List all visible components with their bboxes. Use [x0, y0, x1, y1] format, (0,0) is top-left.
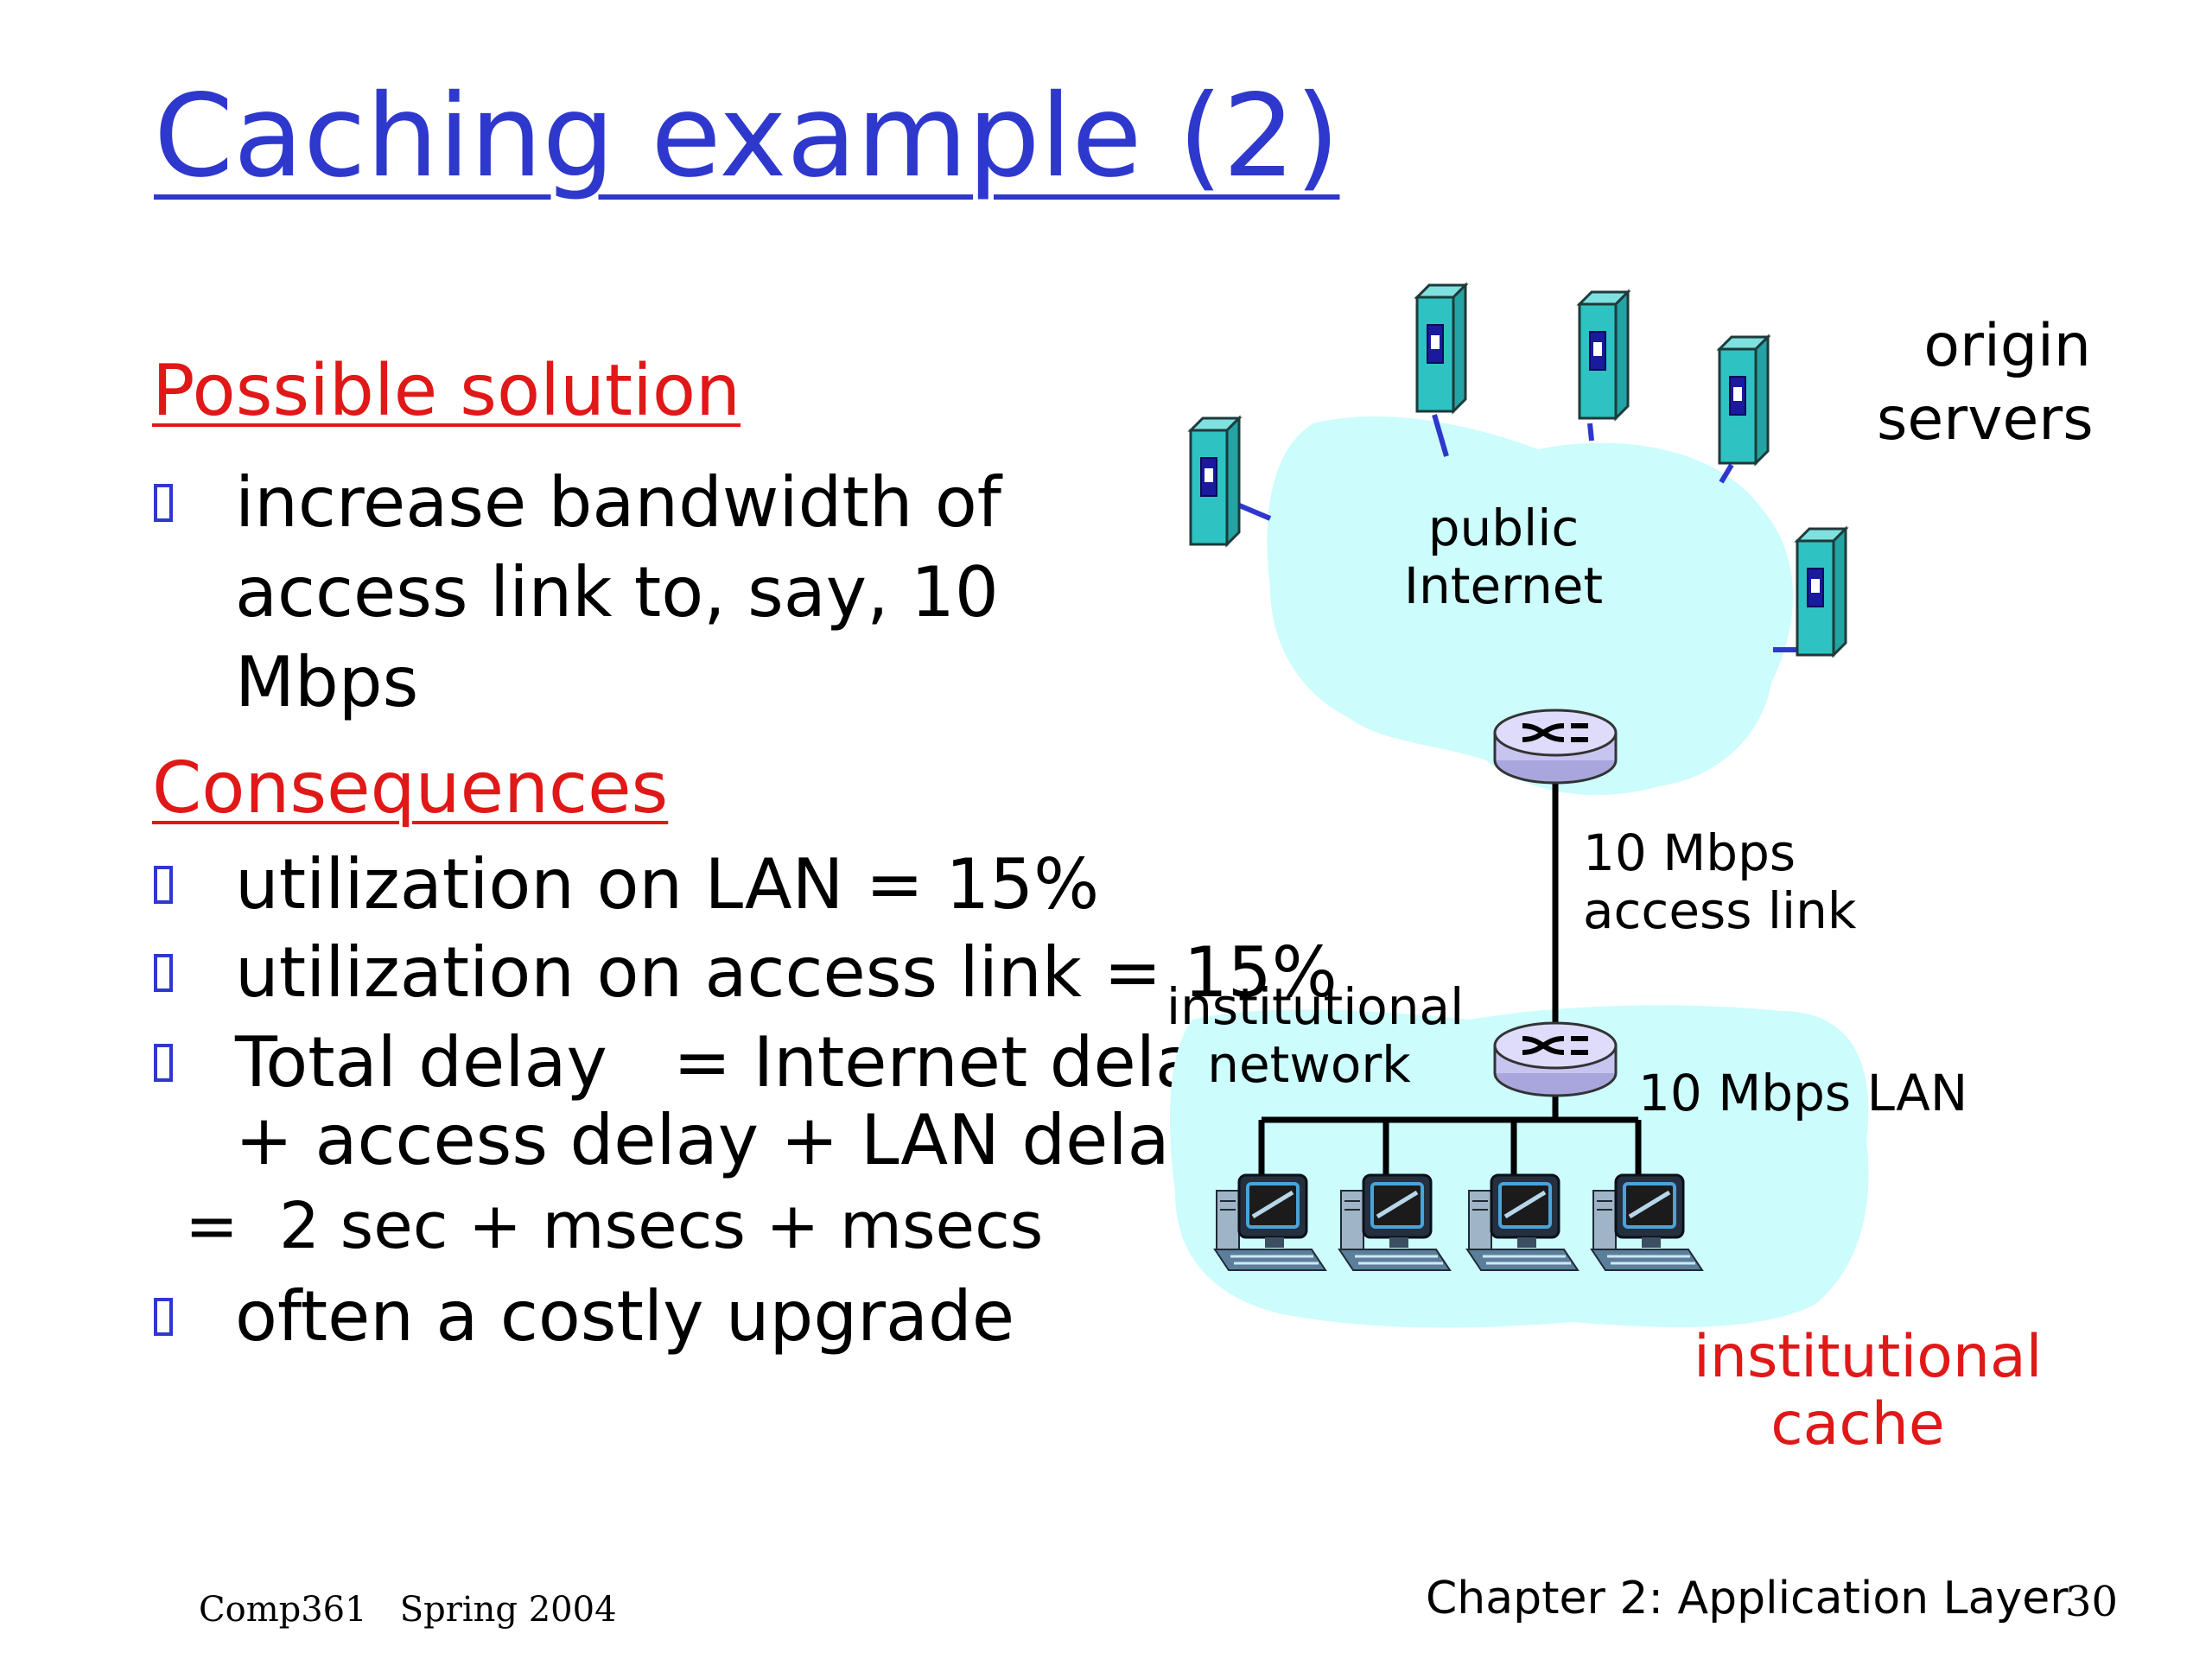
public-internet-label: public Internet	[1400, 499, 1607, 614]
slide-title: Caching example (2)	[154, 70, 1340, 203]
server-link	[1236, 502, 1272, 521]
institutional-network-line-1: institutional	[1166, 977, 1465, 1036]
internet-router-icon	[1495, 710, 1616, 783]
bullet-icon	[154, 866, 173, 904]
footer-page-number: 30	[2065, 1578, 2119, 1626]
origin-servers-line-2: servers	[1877, 385, 2094, 454]
public-internet-cloud	[1267, 416, 1793, 795]
institutional-cache-label: institutional cache	[1694, 1323, 2043, 1459]
consequences-heading: Consequences	[152, 747, 669, 830]
solution-line-2: access link to, say, 10	[235, 552, 999, 632]
server-icon	[1189, 416, 1241, 546]
bullet-icon	[154, 1044, 173, 1082]
server-icon	[1415, 283, 1467, 413]
origin-servers-label: origin servers	[1877, 309, 2094, 456]
access-link-line-1: 10 Mbps	[1583, 823, 1796, 882]
institutional-router-icon	[1495, 1023, 1616, 1096]
bullet-delay-line-1: Total delay = Internet delay	[235, 1022, 1239, 1103]
access-link-label: 10 Mbps access link	[1583, 824, 1856, 939]
public-internet-line-2: Internet	[1403, 556, 1604, 615]
bullet-icon	[154, 954, 173, 992]
delay-equation: = 2 sec + msecs + msecs	[185, 1189, 1044, 1263]
institutional-network-line-2: network	[1207, 1034, 1411, 1094]
institutional-network-label: institutional network	[1166, 977, 1465, 1094]
footer-course: Comp361 Spring 2004	[199, 1590, 617, 1630]
server-icon	[1718, 335, 1770, 465]
bullet-delay-line-2: + access delay + LAN delay	[235, 1100, 1211, 1180]
server-link	[1587, 423, 1594, 442]
institutional-cache-line-1: institutional	[1694, 1323, 2043, 1391]
bullet-icon	[154, 484, 173, 522]
bullet-upgrade: often a costly upgrade	[235, 1276, 1015, 1357]
server-link	[1719, 463, 1734, 484]
server-icon	[1796, 527, 1847, 657]
bullet-icon	[154, 1298, 173, 1336]
lan-label: 10 Mbps LAN	[1638, 1064, 1968, 1122]
solution-line-1: increase bandwidth of	[235, 462, 1001, 543]
bullet-utilization-lan: utilization on LAN = 15%	[235, 844, 1100, 925]
server-icon	[1578, 290, 1630, 420]
server-link	[1432, 414, 1449, 457]
solution-line-3: Mbps	[235, 642, 419, 722]
public-internet-line-1: public	[1427, 499, 1580, 557]
footer-chapter: Chapter 2: Application Layer	[1426, 1573, 2069, 1624]
origin-servers-line-1: origin	[1923, 312, 2091, 380]
bullet-utilization-access: utilization on access link = 15%	[235, 932, 1338, 1013]
possible-solution-heading: Possible solution	[152, 350, 741, 432]
institutional-cache-line-2: cache	[1770, 1390, 1945, 1459]
access-link-line-2: access link	[1583, 880, 1857, 940]
